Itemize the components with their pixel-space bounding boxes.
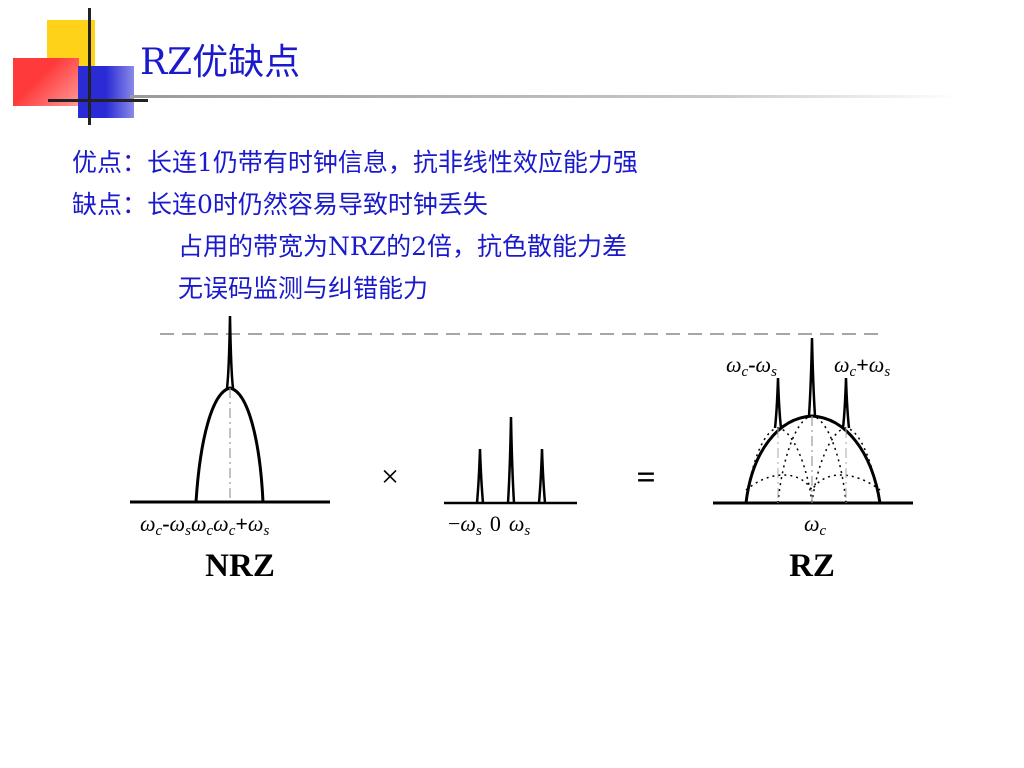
nrz-axis-labels: ωc-ωsωcωc+ωs	[140, 511, 269, 539]
rz-axis-label: ωc	[804, 511, 827, 539]
clock-left-peak	[475, 448, 485, 504]
rz-label: RZ	[789, 548, 835, 584]
rz-right-peak	[841, 377, 851, 429]
deco-blue-square	[78, 66, 134, 118]
times-symbol: ×	[381, 458, 399, 494]
nrz-label: NRZ	[205, 548, 275, 584]
rz-right-peak-label: ωc+ωs	[834, 352, 890, 380]
cons-line-2: 占用的带宽为NRZ的2倍，抗色散能力差	[178, 232, 627, 261]
rz-envelope	[744, 414, 882, 504]
rz-left-peak-label: ωc-ωs	[726, 352, 777, 380]
cons-line-1: 缺点：长连0时仍然容易导致时钟丢失	[72, 190, 488, 219]
nrz-carrier-peak	[225, 315, 235, 389]
rz-center-peak	[807, 337, 817, 417]
slide-title: RZ优缺点	[140, 42, 301, 83]
equals-symbol: =	[636, 459, 655, 496]
clock-center-peak	[506, 416, 516, 504]
deco-red-square	[13, 58, 79, 106]
title-rule	[130, 95, 960, 98]
cons-line-3: 无误码监测与纠错能力	[178, 274, 429, 303]
rz-spectrum: ωc-ωs ωc+ωs ωc RZ	[713, 337, 913, 584]
rz-overlap-lobes	[745, 474, 881, 492]
deco-vertical-line	[88, 8, 91, 125]
nrz-spectrum: ωc-ωsωcωc+ωs NRZ	[130, 315, 330, 584]
pros-line: 优点：长连1仍带有时钟信息，抗非线性效应能力强	[72, 148, 638, 177]
nrz-envelope	[194, 386, 265, 503]
rz-left-peak	[773, 377, 783, 429]
deco-horizontal-line	[48, 99, 148, 102]
clock-right-peak	[537, 448, 547, 504]
